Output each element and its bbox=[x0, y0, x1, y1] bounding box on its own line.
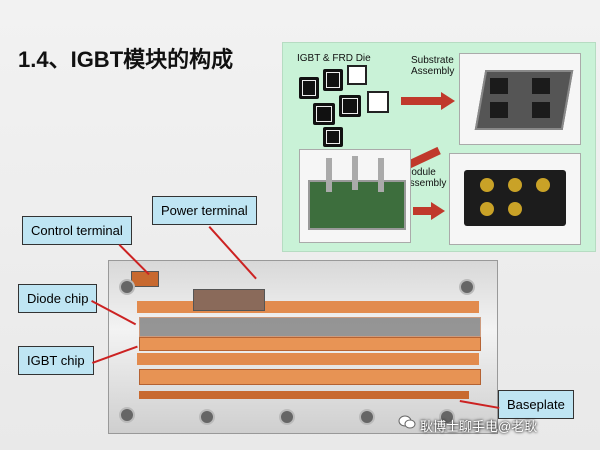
copper-strip bbox=[139, 391, 469, 399]
mounting-hole bbox=[119, 407, 135, 423]
substrate-panel bbox=[459, 53, 581, 145]
power-terminal-tab bbox=[193, 289, 265, 311]
mounting-hole bbox=[279, 409, 295, 425]
arrow-right-1-head bbox=[441, 92, 455, 110]
watermark: 耿博士聊手电@老耿 bbox=[420, 419, 538, 434]
igbt-chip-callout: IGBT chip bbox=[18, 346, 94, 375]
module-panel bbox=[449, 153, 581, 245]
chip-row bbox=[139, 337, 481, 351]
module-substrate-panel bbox=[299, 149, 411, 243]
mounting-hole bbox=[119, 279, 135, 295]
module-label: Module Assembly bbox=[403, 167, 447, 189]
chip-row bbox=[139, 369, 481, 385]
arrow-right-2-head bbox=[431, 202, 445, 220]
mounting-hole bbox=[459, 279, 475, 295]
mounting-hole bbox=[439, 409, 455, 425]
slide-title: 1.4、IGBT模块的构成 bbox=[18, 47, 234, 72]
module-photo bbox=[108, 260, 498, 434]
substrate-label: Substrate Assembly bbox=[411, 55, 455, 77]
copper-rail bbox=[137, 301, 479, 313]
arrow-right-1 bbox=[401, 97, 443, 105]
mounting-hole bbox=[359, 409, 375, 425]
copper-rail bbox=[137, 353, 479, 365]
die-label: IGBT & FRD Die bbox=[297, 53, 371, 64]
arrow-right-2 bbox=[413, 207, 433, 215]
control-terminal-tab bbox=[131, 271, 159, 287]
assembly-figure: IGBT & FRD Die Substrate Assembly Module… bbox=[282, 42, 596, 252]
control-terminal-callout: Control terminal bbox=[22, 216, 132, 245]
chip-row bbox=[139, 317, 481, 337]
wechat-icon bbox=[398, 415, 416, 429]
mounting-hole bbox=[199, 409, 215, 425]
power-terminal-callout: Power terminal bbox=[152, 196, 257, 225]
diode-chip-callout: Diode chip bbox=[18, 284, 98, 313]
baseplate-callout: Baseplate bbox=[498, 390, 574, 419]
